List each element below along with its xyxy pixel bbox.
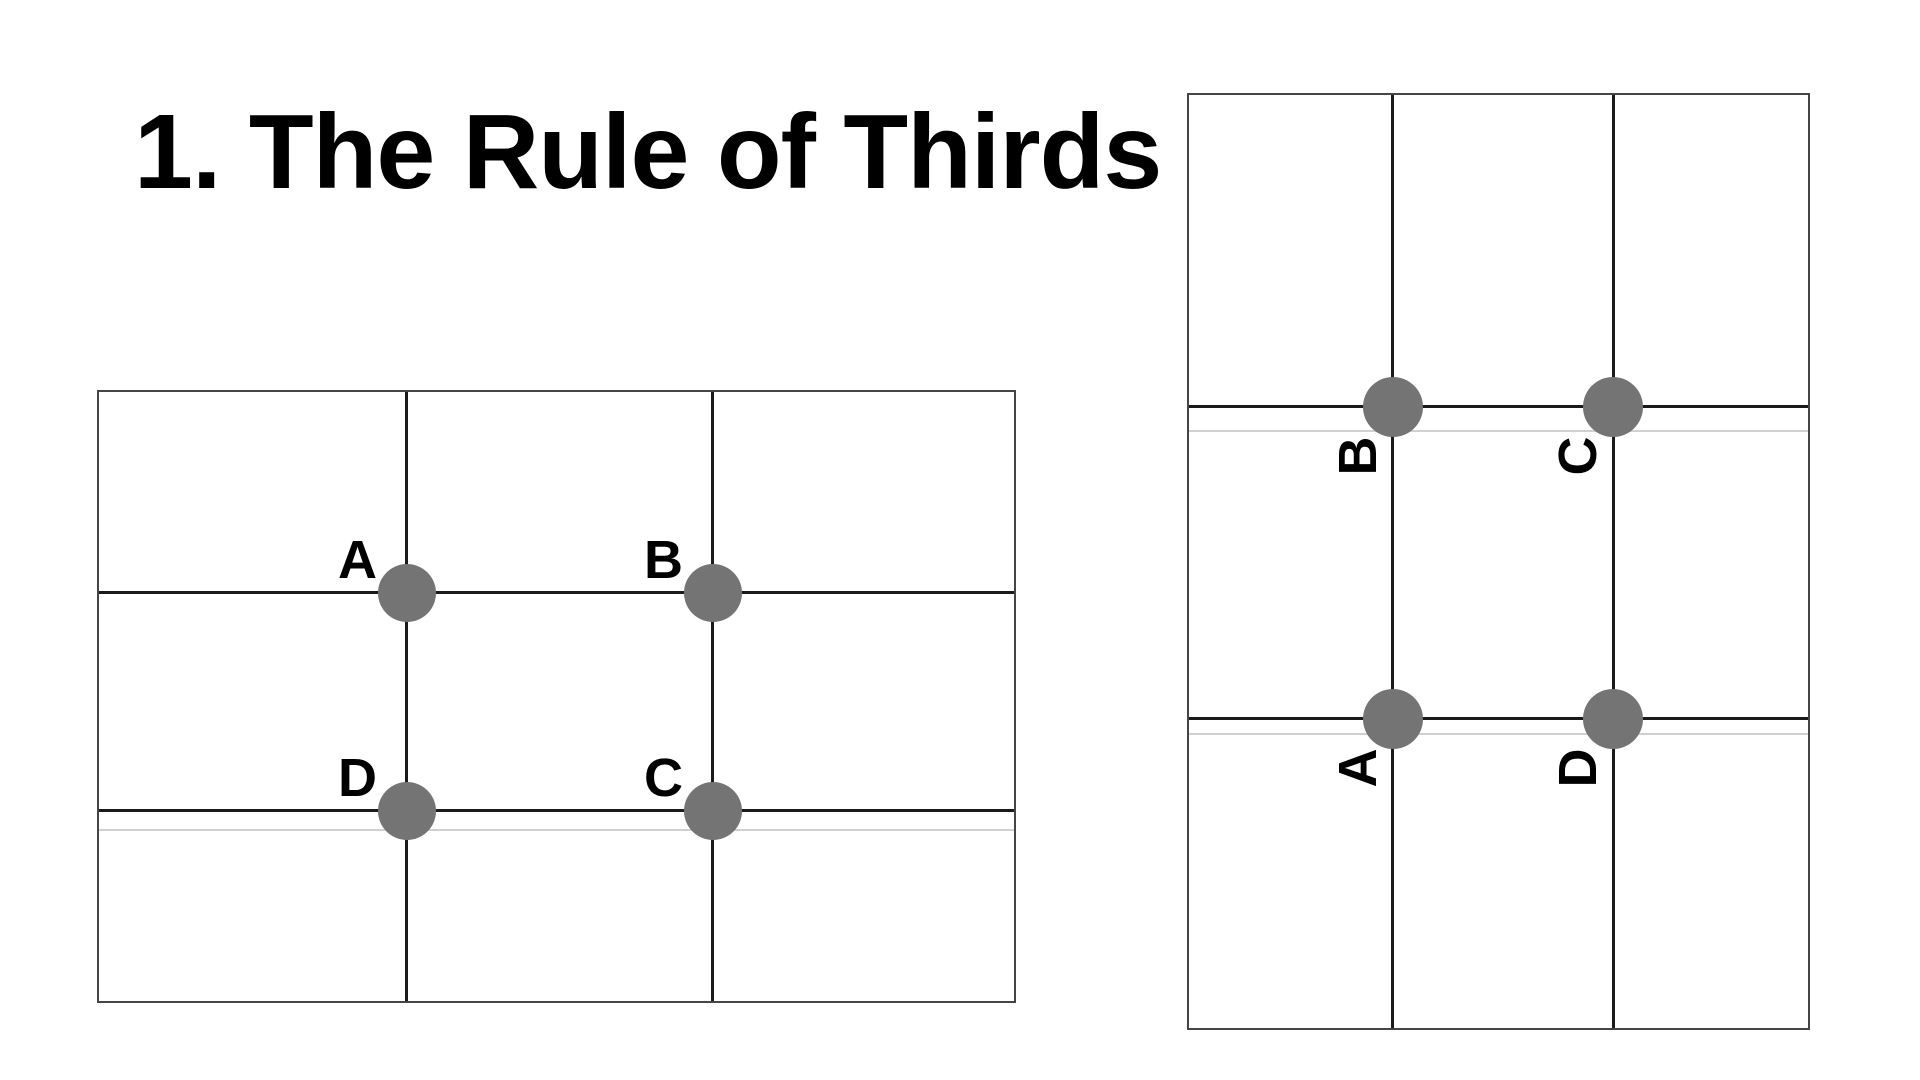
intersection-dot-icon	[1363, 377, 1423, 437]
intersection-dot-icon	[378, 782, 436, 840]
slide-title: 1. The Rule of Thirds	[134, 93, 1162, 211]
grid-vertical-line-1	[405, 392, 408, 1001]
grid-horizontal-line-1	[99, 591, 1014, 594]
intersection-label-rotated: D	[1548, 748, 1608, 788]
intersection-dot-icon	[1583, 689, 1643, 749]
grid-vertical-line-2	[711, 392, 714, 1001]
grid-ghost-line	[99, 829, 1014, 831]
intersection-dot-icon	[1583, 377, 1643, 437]
intersection-label: B	[644, 530, 683, 590]
grid-ghost-line	[1189, 430, 1808, 432]
intersection-label-rotated: B	[1328, 436, 1388, 476]
intersection-label: D	[338, 748, 377, 808]
grid-vertical-line-1	[1391, 95, 1394, 1028]
grid-horizontal-line-2	[99, 809, 1014, 812]
rule-of-thirds-grid-landscape: A B D C	[97, 390, 1016, 1003]
intersection-label: C	[644, 748, 683, 808]
grid-horizontal-line-2	[1189, 717, 1808, 720]
intersection-dot-icon	[684, 782, 742, 840]
intersection-label-rotated: A	[1328, 748, 1388, 788]
rule-of-thirds-grid-portrait: B C A D	[1187, 93, 1810, 1030]
intersection-dot-icon	[378, 564, 436, 622]
intersection-label: A	[338, 530, 377, 590]
intersection-dot-icon	[684, 564, 742, 622]
intersection-dot-icon	[1363, 689, 1423, 749]
grid-vertical-line-2	[1612, 95, 1615, 1028]
grid-horizontal-line-1	[1189, 405, 1808, 408]
intersection-label-rotated: C	[1548, 436, 1608, 476]
grid-ghost-line	[1189, 733, 1808, 735]
